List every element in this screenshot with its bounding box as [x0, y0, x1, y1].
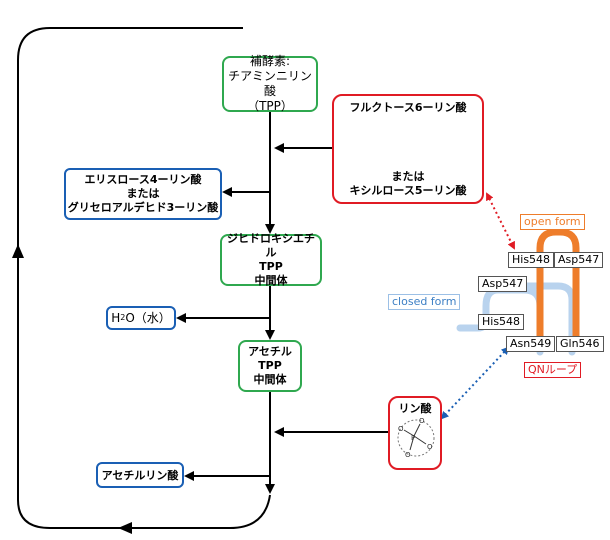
dihydroxyethyl-box: ジヒドロキシエチル TPP 中間体 [220, 232, 322, 287]
fructose-title: フルクトース6ーリン酸 [349, 101, 467, 114]
svg-text:O: O [427, 443, 433, 451]
closed-form-label: closed form [388, 294, 461, 310]
erythrose-box: エリスロース4ーリン酸 または グリセロアルデヒド3ーリン酸 [64, 168, 222, 220]
cofactor-line1: 補酵素: [249, 54, 291, 68]
fructose-box: フルクトース6ーリン酸 または キシルロース5ーリン酸 [332, 94, 484, 204]
dihydroxyethyl-line3: 中間体 [254, 274, 288, 287]
cofactor-line3: （TPP） [247, 99, 293, 113]
asp547-closed-label: Asp547 [478, 276, 528, 292]
phosphate-label: リン酸 [398, 402, 432, 415]
cycle-arrow-up [12, 244, 24, 258]
water-rest: O（水） [125, 310, 171, 325]
gln546-label: Gln546 [556, 336, 604, 352]
asp547-open-label: Asp547 [554, 252, 604, 268]
acetyl-phosphate-label: アセチルリン酸 [101, 468, 179, 482]
his548-open-label: His548 [508, 252, 555, 268]
dihydroxyethyl-line1: ジヒドロキシエチル [227, 232, 315, 259]
fructose-or: または [391, 170, 425, 183]
svg-text:O: O [419, 417, 425, 425]
acetyl-tpp-box: アセチル TPP 中間体 [238, 340, 302, 392]
erythrose-line3: グリセロアルデヒド3ーリン酸 [67, 201, 219, 214]
acetyl-phosphate-box: アセチルリン酸 [96, 462, 184, 488]
water-sub: 2 [120, 313, 126, 322]
svg-text:O: O [398, 425, 404, 433]
cycle-arrow-left [118, 522, 132, 534]
cycle-loop [17, 27, 271, 529]
erythrose-line1: エリスロース4ーリン酸 [84, 173, 202, 186]
dihydroxyethyl-line2: TPP [259, 260, 283, 273]
red-dotted-connector [486, 192, 515, 250]
acetyl-line2: TPP [258, 359, 282, 372]
fructose-alt: キシルロース5ーリン酸 [349, 184, 467, 197]
acetyl-line1: アセチル [248, 345, 292, 358]
svg-text:O: O [405, 451, 411, 459]
svg-text:P: P [411, 434, 415, 442]
open-form-label: open form [520, 214, 585, 230]
phosphate-molecule [397, 419, 435, 457]
asn549-label: Asn549 [506, 336, 556, 352]
open-form-loop [536, 228, 580, 352]
phosphate-box: リン酸 [388, 396, 442, 470]
closed-form-loop-b [496, 282, 576, 356]
his548-closed-label: His548 [478, 314, 525, 330]
cofactor-box: 補酵素: チアミンニリン酸 （TPP） [222, 54, 318, 113]
qn-loop-label: QNループ [524, 362, 582, 378]
acetyl-line3: 中間体 [253, 373, 287, 386]
water-h: H [111, 310, 121, 325]
blue-dotted-connector [440, 346, 510, 420]
cofactor-line2: チアミンニリン酸 [228, 69, 312, 98]
erythrose-line2: または [126, 187, 160, 200]
